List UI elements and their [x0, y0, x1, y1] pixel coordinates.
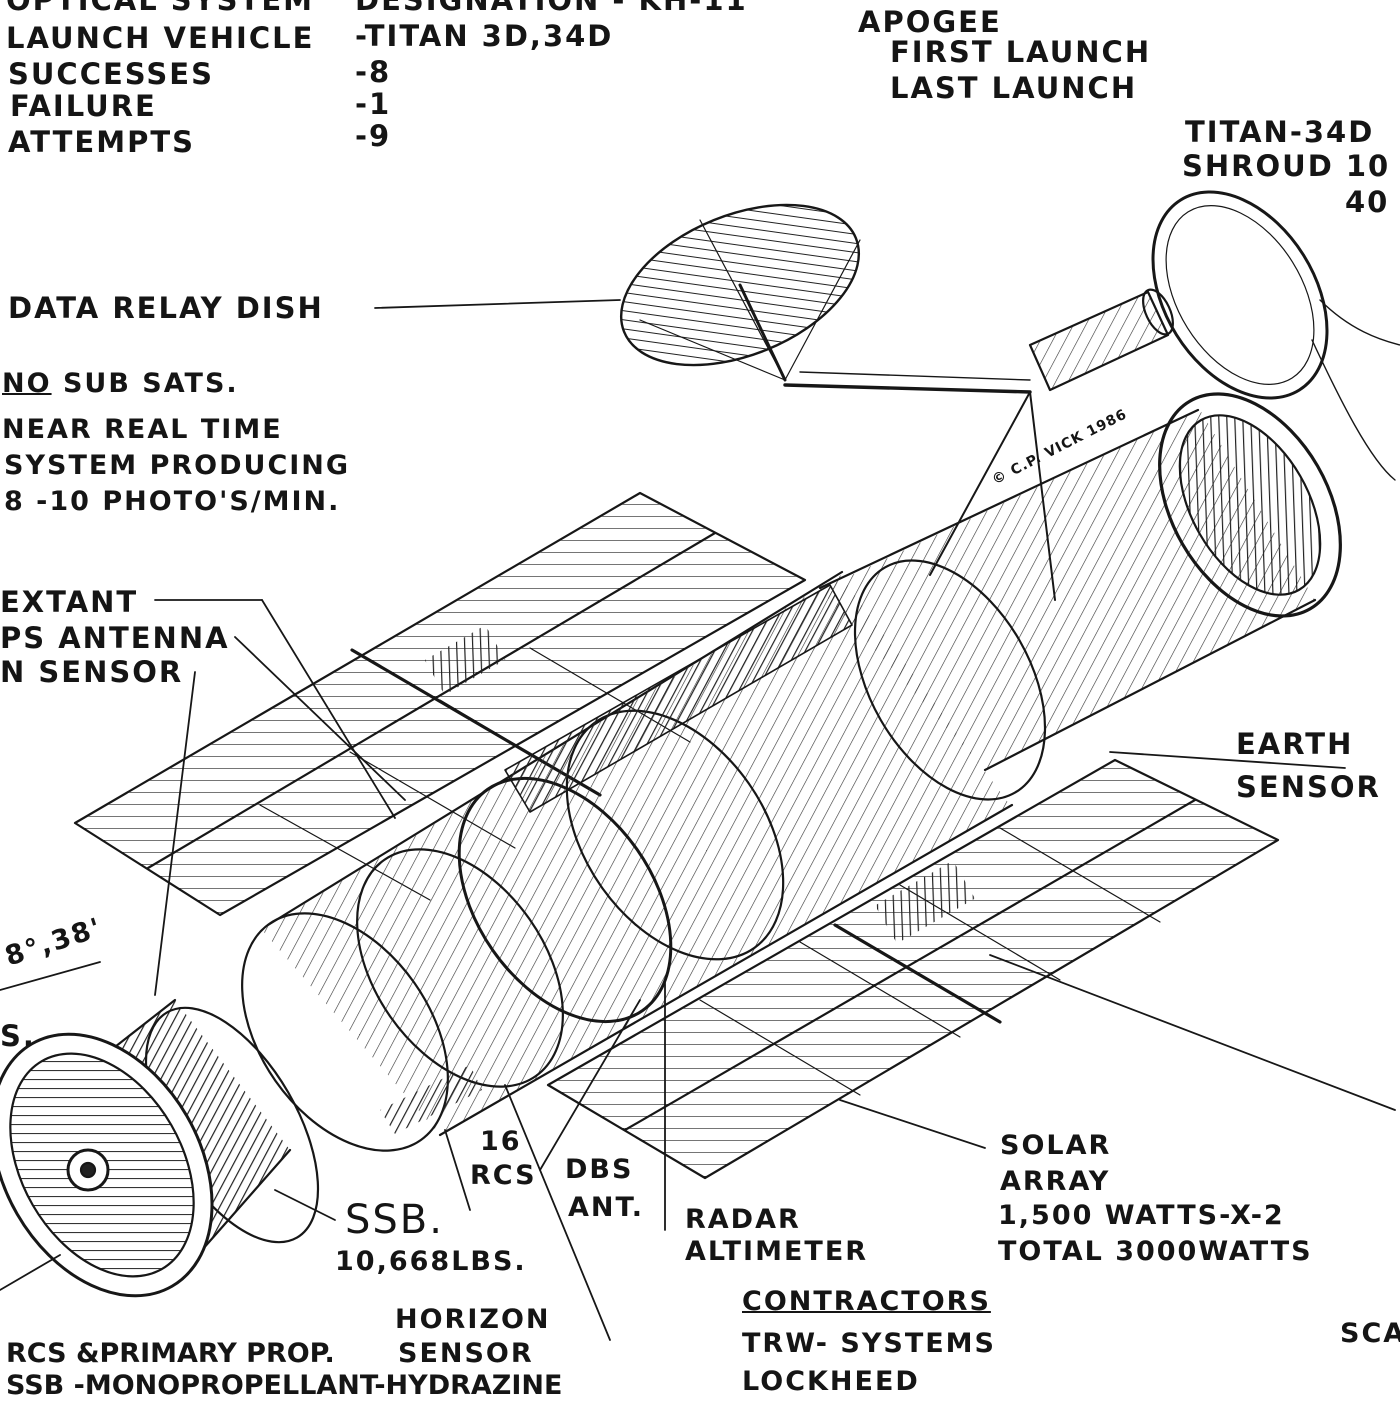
failure-value: -1	[355, 87, 392, 121]
contractors-heading: CONTRACTORS	[742, 1286, 991, 1317]
apogee-label: APOGEE	[858, 5, 1002, 39]
rcs-count-label: 16	[480, 1126, 522, 1157]
contractor-lockheed: LOCKHEED	[742, 1366, 920, 1397]
data-relay-dish-label: DATA RELAY DISH	[8, 291, 324, 325]
successes-label: SUCCESSES	[8, 57, 214, 91]
ssb-drum	[0, 998, 320, 1298]
no-underlined: NO	[2, 368, 52, 399]
solar-array-label-4: TOTAL 3000WATTS	[998, 1236, 1313, 1267]
solar-array-label-2: ARRAY	[1000, 1166, 1111, 1197]
altimeter-label: ALTIMETER	[685, 1236, 869, 1267]
solar-array-label-3: 1,500 WATTS-X-2	[998, 1200, 1285, 1231]
earth-sensor-label-1: EARTH	[1236, 727, 1354, 761]
horizon-sensor-label-1: HORIZON	[395, 1304, 551, 1335]
optical-system-label: OPTICAL SYSTEM	[6, 0, 315, 17]
gps-antenna-label: PS ANTENNA	[0, 621, 230, 655]
leader-lines	[0, 299, 1396, 1341]
dbs-label: DBS	[565, 1154, 634, 1185]
solar-array-lower	[546, 758, 1280, 1180]
successes-value: -8	[355, 55, 392, 89]
sextant-label: EXTANT	[0, 585, 139, 619]
scale-label: SCA	[1340, 1318, 1400, 1349]
solar-array-label-1: SOLAR	[1000, 1130, 1112, 1161]
attempts-label: ATTEMPTS	[8, 125, 196, 159]
solar-array-upper	[73, 491, 807, 917]
ssb-monopropellant-label: SSB -MONOPROPELLANT-HYDRAZINE	[6, 1370, 563, 1401]
near-real-time-label: NEAR REAL TIME	[2, 414, 283, 445]
designation-label: DESIGNATION - KH-11	[355, 0, 748, 17]
first-launch-label: FIRST LAUNCH	[890, 35, 1152, 69]
system-producing-label: SYSTEM PRODUCING	[4, 450, 351, 481]
no-sub-sats-label: NO SUB SATS.	[2, 370, 239, 397]
sun-sensor-label: N SENSOR	[0, 655, 184, 689]
main-body	[241, 570, 1014, 1152]
shroud-line-3: 40	[1345, 185, 1390, 219]
aperture-door	[1151, 190, 1400, 481]
forward-barrel	[818, 392, 1342, 801]
shroud-line-1: TITAN-34D	[1185, 115, 1375, 149]
horizon-sensor-label-2: SENSOR	[398, 1338, 534, 1369]
launch-vehicle-value: -TITAN 3D,34D	[355, 19, 614, 53]
attempts-value: -9	[355, 119, 392, 153]
dbs-ant-label: ANT.	[568, 1192, 645, 1223]
earth-sensor-label-2: SENSOR	[1236, 770, 1381, 804]
relay-canister	[1028, 288, 1174, 392]
s-fragment-label: S.	[0, 1019, 36, 1053]
launch-vehicle-label: LAUNCH VEHICLE	[6, 21, 315, 55]
sub-sats-text: SUB SATS.	[51, 368, 239, 399]
data-relay-dish	[619, 203, 1056, 601]
last-launch-label: LAST LAUNCH	[890, 71, 1138, 105]
rcs-label: RCS	[470, 1160, 537, 1191]
radar-label: RADAR	[685, 1204, 801, 1235]
shroud-line-2: SHROUD 10	[1182, 149, 1391, 183]
rcs-primary-prop-label: RCS &PRIMARY PROP.	[6, 1338, 335, 1369]
failure-label: FAILURE	[10, 89, 157, 123]
contractor-trw: TRW- SYSTEMS	[742, 1328, 997, 1359]
ssb-weight-label: 10,668LBS.	[335, 1246, 527, 1277]
ssb-label: SSB.	[345, 1197, 444, 1243]
photos-per-min-label: 8 -10 PHOTO'S/MIN.	[4, 486, 341, 517]
